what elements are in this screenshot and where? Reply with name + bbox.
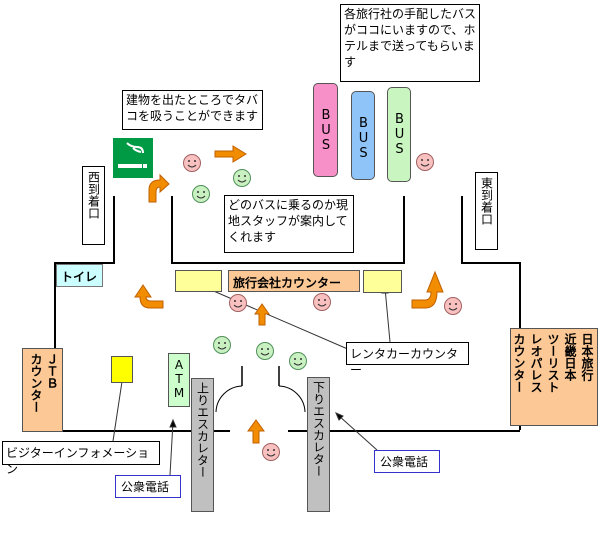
arrow-up-icon — [254, 303, 270, 326]
bus-info-note: 各旅行社の手配したバスがココにいますので、ホテルまで送ってもらいます — [340, 4, 480, 82]
person-smiley-icon — [289, 352, 307, 370]
curved-arrow-icon — [148, 173, 170, 203]
rental-car-counter-left — [175, 270, 222, 292]
guide-note: どのバスに乗るのか現地スタッフが案内してくれます — [224, 195, 354, 253]
bus-green: BUS — [387, 87, 411, 182]
person-smiley-icon — [213, 336, 231, 354]
curved-arrow-icon — [411, 270, 444, 309]
person-smiley-icon — [262, 443, 280, 461]
public-phone-callout-left: 公衆電話 — [115, 475, 181, 498]
wall-west — [54, 196, 115, 348]
flow-arrows — [134, 145, 444, 444]
person-smiley-icon — [233, 169, 251, 187]
atm: ATM — [168, 353, 190, 407]
person-smiley-icon — [444, 297, 462, 315]
person-smiley-icon — [229, 294, 247, 312]
east-arrival-gate: 東到着口 — [475, 172, 498, 250]
toilet: トイレ — [56, 264, 103, 287]
escalator-curve — [215, 385, 243, 413]
curved-arrow-icon — [134, 284, 164, 309]
smoking-note: 建物を出たところでタバコを吸うことができます — [122, 90, 263, 130]
public-phone-callout-right: 公衆電話 — [374, 450, 440, 473]
travel-counters-east: 日本旅行 近畿日本 ツーリスト レオパレス カウンター — [510, 328, 598, 426]
visitor-information-booth — [111, 356, 133, 383]
people — [183, 153, 462, 461]
up-escalator: 上りエスカレター — [191, 378, 214, 512]
rental-car-callout: レンタカーカウンター — [346, 342, 469, 377]
escalator-curve — [278, 385, 306, 413]
visitor-info-callout: ビジターインフォメーション — [2, 441, 160, 476]
arrow-up-icon — [247, 419, 265, 444]
person-smiley-icon — [183, 154, 201, 172]
bus-blue: BUS — [351, 91, 375, 180]
rental-car-counter-right — [363, 270, 402, 293]
travel-agency-counter: 旅行会社カウンター — [228, 270, 360, 292]
person-smiley-icon — [416, 153, 434, 171]
arrow-right-icon — [214, 145, 247, 163]
jtb-counter: ＪＴＢ カウンター — [22, 348, 63, 432]
person-smiley-icon — [313, 293, 331, 311]
person-smiley-icon — [256, 342, 274, 360]
west-arrival-gate: 西到着口 — [82, 166, 105, 245]
wall-center — [171, 196, 405, 264]
down-escalator: 下りエスカレター — [307, 377, 330, 512]
person-smiley-icon — [192, 185, 210, 203]
smoking-area-icon — [113, 138, 153, 178]
bus-pink: BUS — [313, 83, 338, 177]
